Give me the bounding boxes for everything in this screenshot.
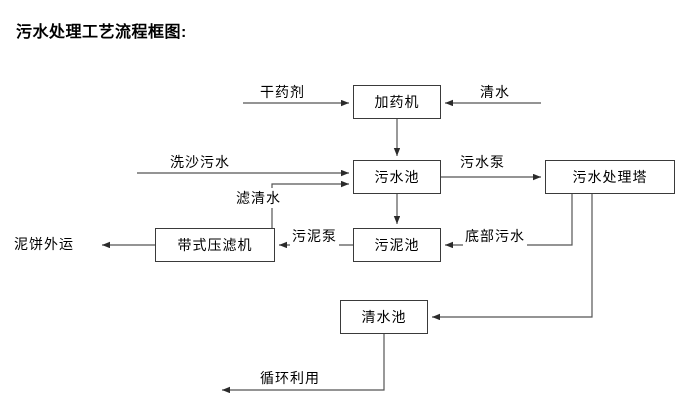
terminal-label-mud-cake-out: 泥饼外运 bbox=[14, 236, 74, 252]
page-title: 污水处理工艺流程框图: bbox=[16, 24, 187, 41]
edge-label-filtered-water: 滤清水 bbox=[234, 188, 283, 208]
edge-filtered-water-to-wastewater-pool bbox=[271, 180, 349, 228]
node-treatment-tower[interactable]: 污水处理塔 bbox=[545, 160, 675, 194]
edge-label-sludge-pump: 污泥泵 bbox=[290, 226, 339, 246]
edge-label-bottom-sewage: 底部污水 bbox=[463, 226, 527, 246]
edge-clear-water-pool-to-recycle bbox=[222, 334, 385, 394]
node-clear-water-pool[interactable]: 清水池 bbox=[340, 300, 428, 334]
edge-label-sewage-pump: 污水泵 bbox=[458, 152, 507, 172]
node-sludge-pool-label: 污泥池 bbox=[374, 237, 420, 253]
node-wastewater-pool-label: 污水池 bbox=[374, 169, 420, 185]
node-clear-water-pool-label: 清水池 bbox=[361, 309, 407, 325]
node-dosing-machine[interactable]: 加药机 bbox=[353, 85, 441, 119]
edge-label-sand-wash-sewage: 洗沙污水 bbox=[168, 152, 232, 172]
node-belt-filter-press-label: 带式压滤机 bbox=[177, 237, 253, 253]
node-treatment-tower-label: 污水处理塔 bbox=[572, 169, 648, 185]
node-sludge-pool[interactable]: 污泥池 bbox=[353, 228, 441, 262]
node-belt-filter-press[interactable]: 带式压滤机 bbox=[155, 228, 275, 262]
edge-label-dry-reagent: 干药剂 bbox=[258, 82, 307, 102]
edge-tower-to-clear-water-pool bbox=[432, 194, 593, 321]
node-dosing-machine-label: 加药机 bbox=[374, 94, 420, 110]
edge-label-recycle-use: 循环利用 bbox=[258, 368, 322, 388]
node-wastewater-pool[interactable]: 污水池 bbox=[353, 160, 441, 194]
edge-label-clean-water: 清水 bbox=[478, 82, 512, 102]
